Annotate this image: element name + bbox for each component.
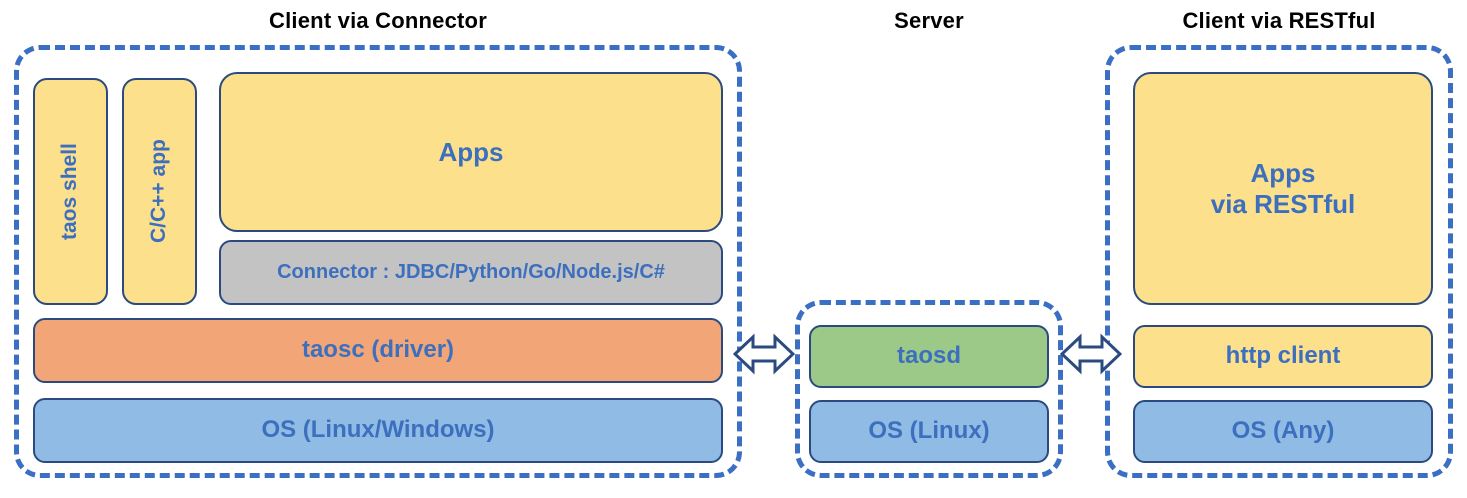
group-client-via-restful bbox=[1105, 45, 1453, 478]
block-taosc-driver[interactable]: taosc (driver) bbox=[33, 318, 723, 383]
block-taosd[interactable]: taosd bbox=[809, 325, 1049, 388]
block-apps-via-restful[interactable]: Apps via RESTful bbox=[1133, 72, 1433, 305]
block-taos-shell[interactable]: taos shell bbox=[33, 78, 108, 305]
block-os-linux-windows[interactable]: OS (Linux/Windows) bbox=[33, 398, 723, 463]
block-http-client[interactable]: http client bbox=[1133, 325, 1433, 388]
block-apps[interactable]: Apps bbox=[219, 72, 723, 232]
double-headed-arrow-icon-server-to-restful bbox=[1060, 333, 1122, 375]
section-title-server: Server bbox=[894, 8, 964, 33]
group-server bbox=[795, 300, 1063, 478]
section-title-client-via-connector: Client via Connector bbox=[269, 8, 487, 33]
double-headed-arrow-icon-client-to-server bbox=[733, 333, 795, 375]
section-title-client-via-restful: Client via RESTful bbox=[1182, 8, 1376, 33]
group-client-via-connector bbox=[14, 45, 742, 478]
block-c-cpp-app[interactable]: C/C++ app bbox=[122, 78, 197, 305]
block-os-linux[interactable]: OS (Linux) bbox=[809, 400, 1049, 463]
block-connector-libraries[interactable]: Connector : JDBC/Python/Go/Node.js/C# bbox=[219, 240, 723, 305]
block-os-any[interactable]: OS (Any) bbox=[1133, 400, 1433, 463]
